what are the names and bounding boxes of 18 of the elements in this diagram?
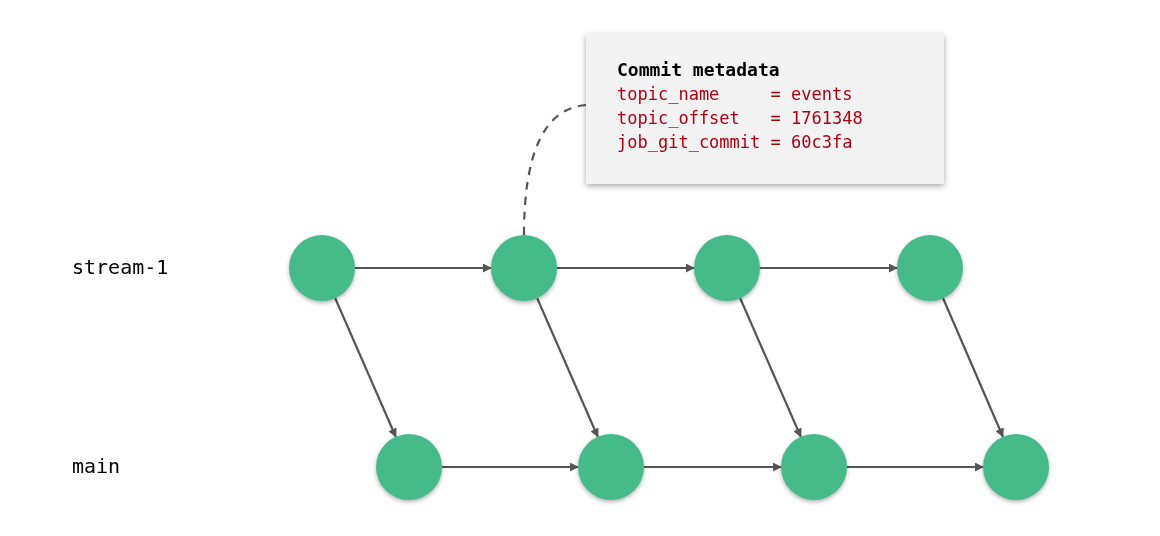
leader-line (522, 103, 587, 236)
arrow (355, 263, 492, 273)
arrow (644, 462, 782, 472)
metadata-line: topic_offset = 1761348 (617, 107, 863, 130)
arrow (557, 263, 695, 273)
arrow (760, 263, 898, 273)
arrow (739, 297, 802, 438)
branch-label: main (72, 453, 121, 480)
arrow (536, 297, 599, 438)
arrow (334, 297, 397, 438)
arrow (847, 462, 984, 472)
arrow (942, 297, 1004, 438)
callout-box (586, 34, 944, 184)
arrow (442, 462, 579, 472)
metadata-line: topic_name = events (617, 83, 853, 106)
callout-heading: Commit metadata (617, 58, 780, 82)
metadata-line: job_git_commit = 60c3fa (617, 131, 853, 154)
branch-label: stream-1 (72, 254, 169, 281)
